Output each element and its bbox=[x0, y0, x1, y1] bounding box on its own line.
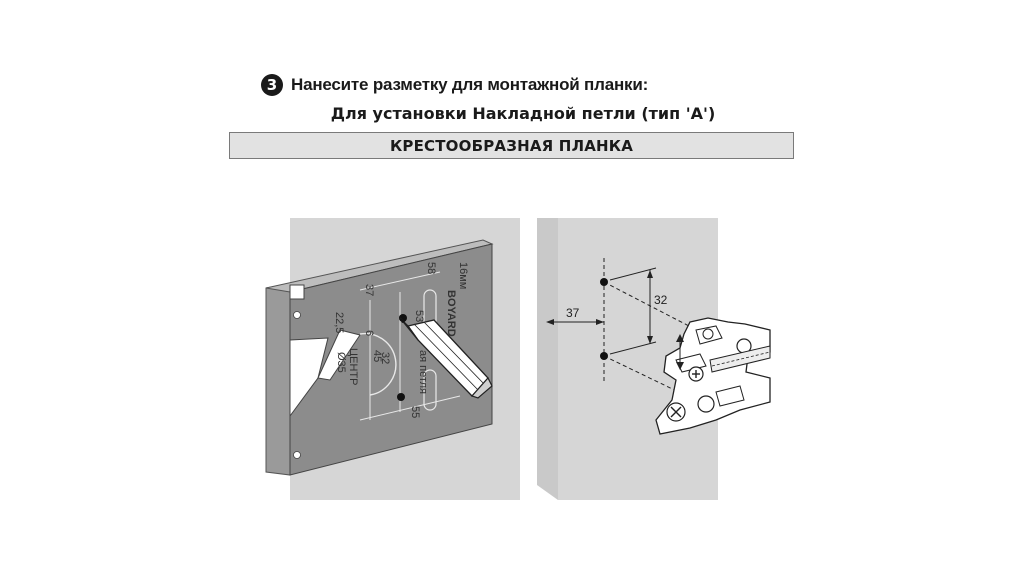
label-53: 53 bbox=[413, 310, 425, 322]
label-center: ЦЕНТР bbox=[347, 348, 359, 385]
section-bar-label: КРЕСТООБРАЗНАЯ ПЛАНКА bbox=[389, 136, 634, 155]
label-32: 32 bbox=[379, 352, 391, 364]
template-slot-bottom bbox=[423, 369, 437, 411]
label-brand: BOYARD bbox=[445, 290, 457, 337]
dim-37-arrow-right bbox=[596, 319, 604, 325]
template-line-3 bbox=[359, 271, 441, 291]
label-6: 6 bbox=[363, 330, 375, 336]
label-55: 55 bbox=[409, 406, 421, 418]
right-mark-top bbox=[600, 278, 608, 286]
dim-32-arrow-top bbox=[647, 270, 653, 278]
template-hole-2 bbox=[293, 451, 301, 459]
label-d35: Ø35 bbox=[335, 352, 347, 373]
dim-32-ext-bottom bbox=[609, 341, 657, 355]
dim-horizontal: 37 bbox=[566, 306, 580, 320]
dim-37-arrow-left bbox=[546, 319, 554, 325]
step-number-badge: 3 bbox=[261, 74, 283, 96]
left-illustration: 37 58 53 16мм 22,5 6 32 45 55 ЦЕНТР Ø35 … bbox=[265, 218, 520, 500]
template-corner-mark bbox=[289, 284, 305, 300]
template-v-notch-2 bbox=[317, 329, 361, 381]
section-bar: КРЕСТООБРАЗНАЯ ПЛАНКА bbox=[229, 132, 794, 159]
label-37: 37 bbox=[363, 284, 375, 296]
template-edge bbox=[265, 283, 291, 476]
pencil-icon bbox=[399, 317, 493, 399]
right-illustration: 37 32 bbox=[537, 218, 771, 500]
template-hole-1 bbox=[293, 311, 301, 319]
right-mark-bottom bbox=[600, 352, 608, 360]
label-16mm: 16мм bbox=[457, 262, 469, 289]
dim-32-arrow-bottom bbox=[647, 336, 653, 344]
template-line-4 bbox=[359, 395, 461, 421]
step-instruction: Нанесите разметку для монтажной планки: bbox=[291, 75, 649, 94]
dim-32-ext-top bbox=[609, 267, 657, 281]
mounting-plate-icon bbox=[655, 317, 771, 435]
step-heading: 3 Нанесите разметку для монтажной планки… bbox=[261, 74, 648, 96]
dim-vertical: 32 bbox=[654, 293, 668, 307]
right-panel-edge bbox=[537, 218, 558, 500]
label-petlya: ая петля bbox=[417, 350, 429, 394]
mark-dot-bottom bbox=[397, 393, 405, 401]
label-22-5: 22,5 bbox=[333, 312, 345, 333]
label-58: 58 bbox=[425, 262, 437, 274]
label-45: 45 bbox=[371, 350, 383, 362]
template-arc bbox=[359, 332, 397, 396]
subtitle: Для установки Накладной петли (тип 'А') bbox=[330, 104, 716, 123]
